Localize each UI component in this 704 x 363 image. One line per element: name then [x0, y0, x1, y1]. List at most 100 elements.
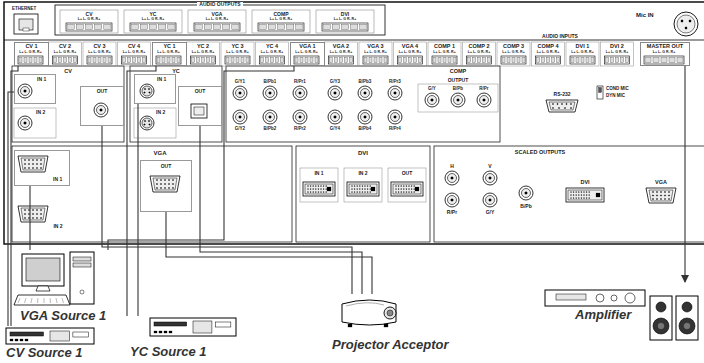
panel-label: YC	[150, 12, 157, 17]
dvi-pin	[318, 185, 319, 186]
terminal-block	[66, 23, 112, 31]
bnc-pin	[483, 99, 486, 102]
bnc-pin	[24, 122, 27, 125]
vcr-body	[6, 328, 94, 344]
connector-label: IN 1	[37, 77, 46, 82]
terminal-screw	[95, 25, 102, 30]
panel-label: L+ L- G R- R+	[334, 18, 356, 22]
terminal-screw	[626, 58, 629, 63]
dsub-pin	[660, 191, 661, 192]
terminal-screw	[133, 58, 136, 63]
terminal-screw	[369, 58, 372, 63]
terminal-screw	[24, 58, 27, 63]
terminal-screw	[591, 58, 594, 63]
bnc-connector	[328, 110, 342, 124]
svideo-connector	[142, 118, 152, 128]
panel-label: IN 2	[36, 110, 45, 115]
connector-label: IN 1	[157, 77, 166, 82]
connector-label: CV 1	[15, 44, 48, 50]
dvi-pin	[401, 185, 402, 186]
terminal-screw	[310, 58, 313, 63]
panel-label: L+ L- G R- R+	[330, 51, 352, 55]
device-label: Projector Acceptor	[332, 338, 449, 352]
vcr-body	[150, 318, 236, 336]
panel-label: V	[488, 164, 491, 169]
dsub-pin	[164, 183, 165, 184]
panel-label: G/Y	[428, 87, 436, 92]
dsub-pin	[570, 107, 571, 108]
terminal-screw	[93, 58, 96, 63]
panel-label: L+ L- G R- R+	[295, 51, 317, 55]
terminal-screw	[108, 58, 111, 63]
bnc-connector	[358, 86, 372, 100]
dvi-pin	[357, 191, 358, 192]
speaker-woofer	[684, 323, 690, 329]
dvi-pin	[398, 185, 399, 186]
keyboard	[14, 295, 70, 305]
speaker-woofer	[653, 318, 669, 334]
bnc-connector	[236, 89, 245, 98]
terminal-screw	[443, 58, 446, 63]
audio-input-frame	[221, 42, 254, 66]
dvi-pin	[318, 191, 319, 192]
dvi-pin	[401, 191, 402, 192]
dsub-pin	[566, 103, 567, 104]
projector-lens	[387, 310, 393, 316]
panel-label: B/Pb4	[359, 127, 372, 132]
dvi-pin	[415, 187, 419, 191]
dvi-pin	[414, 188, 415, 189]
connector-cell: OUT	[80, 86, 124, 126]
amplifier-display	[556, 294, 586, 300]
dvi-pin	[367, 191, 368, 192]
dsub-pin	[24, 167, 25, 168]
panel-label: L+ L- G R- R+	[78, 18, 100, 22]
terminal-screw	[547, 58, 550, 63]
terminal-screw	[379, 58, 382, 63]
vcr-button	[10, 339, 13, 341]
dvi-pin	[320, 185, 321, 186]
terminal-block	[225, 56, 250, 64]
dsub-pin	[656, 191, 657, 192]
bnc-pin	[525, 192, 528, 195]
terminal-screw	[350, 58, 353, 63]
amplifier-knob	[625, 293, 635, 303]
terminal-screw	[232, 25, 239, 30]
dvi-pin	[367, 185, 368, 186]
dvi-pin	[596, 193, 600, 197]
bnc-connector	[358, 110, 372, 124]
terminal-screw	[448, 58, 451, 63]
terminal-screw	[557, 58, 560, 63]
terminal-screw	[168, 25, 175, 30]
terminal-screw	[213, 25, 220, 30]
svideo-connector	[140, 116, 154, 130]
connector-cell: OUT	[178, 86, 222, 126]
bnc-connector	[21, 119, 30, 128]
dsub-pin	[36, 213, 37, 214]
panel-label: YC 4	[266, 44, 278, 50]
panel-label: R/Pr4	[389, 127, 401, 132]
terminal-block	[432, 56, 457, 64]
dsub-pin	[28, 163, 29, 164]
dvi-pin	[362, 185, 363, 186]
bnc-connector	[263, 86, 277, 100]
dvi-pin	[589, 197, 590, 198]
terminal-block	[605, 56, 630, 64]
dsub-pin	[32, 209, 33, 210]
panel-label: DYN MIC	[606, 94, 625, 99]
dsub-pin	[172, 179, 173, 180]
terminal-screw	[131, 25, 138, 30]
signal-cable	[102, 126, 352, 294]
bnc-pin	[457, 99, 460, 102]
projector-top	[346, 303, 384, 306]
terminal-screw	[85, 25, 92, 30]
dvi-pin	[326, 185, 327, 186]
panel-label: R/Pr	[479, 87, 488, 92]
terminal-screw	[581, 58, 584, 63]
terminal-block	[294, 56, 319, 64]
dvi-pin	[359, 188, 360, 189]
dsub-pin	[32, 213, 33, 214]
terminal-screw	[69, 58, 72, 63]
dvi-pin	[578, 197, 579, 198]
dvi-pin	[570, 194, 571, 195]
